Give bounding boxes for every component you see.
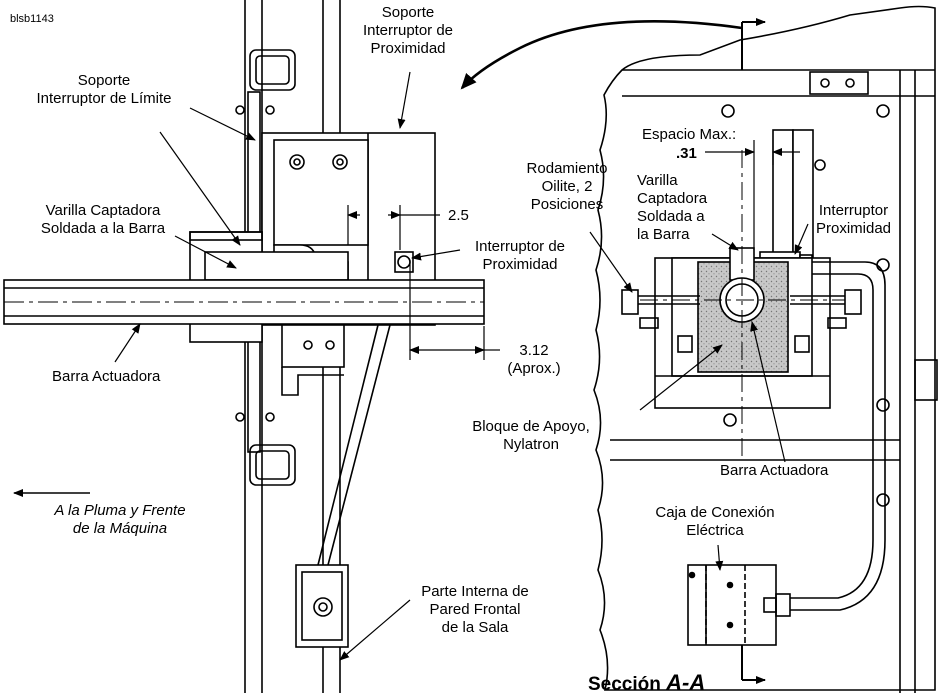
- dim-25-lines: [347, 205, 440, 250]
- label-caja: Caja de Conexión Eléctrica: [655, 504, 775, 539]
- label-espacio: Espacio Max.:: [642, 126, 737, 143]
- wall-junction-box: [295, 564, 349, 648]
- gap-dimension: [705, 140, 800, 250]
- actuator-bar: [3, 279, 485, 325]
- label-parte-interna: Parte Interna de Pared Frontal de la Sal…: [421, 583, 529, 636]
- label-direction: A la Pluma y Frente de la Máquina: [54, 502, 186, 537]
- label-varilla-left: Varilla Captadora Soldada a la Barra: [40, 202, 166, 237]
- label-espacio-val: .31: [676, 145, 697, 162]
- leaders-left: [114, 71, 461, 661]
- label-soporte-limite: Soporte Interruptor de Límite: [36, 72, 172, 107]
- right-view: [589, 5, 938, 693]
- label-rodamiento: Rodamiento Oilite, 2 Posiciones: [526, 160, 608, 213]
- conduit: [790, 261, 886, 611]
- label-bloque: Bloque de Apoyo, Nylatron: [472, 418, 590, 453]
- bearing-block-assembly: [621, 150, 862, 460]
- label-interruptor-left: Interruptor de Proximidad: [474, 238, 566, 273]
- label-dim-312: 3.12 (Aprox.): [507, 342, 561, 377]
- label-barra-left: Barra Actuadora: [52, 368, 161, 385]
- figure-id: blsb1143: [10, 13, 54, 25]
- label-interruptor-right: Interruptor Proximidad: [815, 202, 892, 237]
- section-title: Sección A-A: [588, 670, 706, 693]
- dim-312-lines: [409, 260, 500, 360]
- left-view: [3, 0, 743, 693]
- label-barra-right: Barra Actuadora: [720, 462, 829, 479]
- lower-bracket: [281, 324, 345, 396]
- label-dim-25: 2.5: [448, 207, 469, 224]
- junction-box: [687, 564, 791, 646]
- label-varilla-right: Varilla Captadora Soldada a la Barra: [637, 172, 708, 243]
- leaders-right: [589, 223, 809, 571]
- section-curved-arrow: [460, 20, 743, 90]
- label-soporte-proximidad: Soporte Interruptor de Proximidad: [362, 4, 454, 57]
- section-boundary: [593, 5, 936, 691]
